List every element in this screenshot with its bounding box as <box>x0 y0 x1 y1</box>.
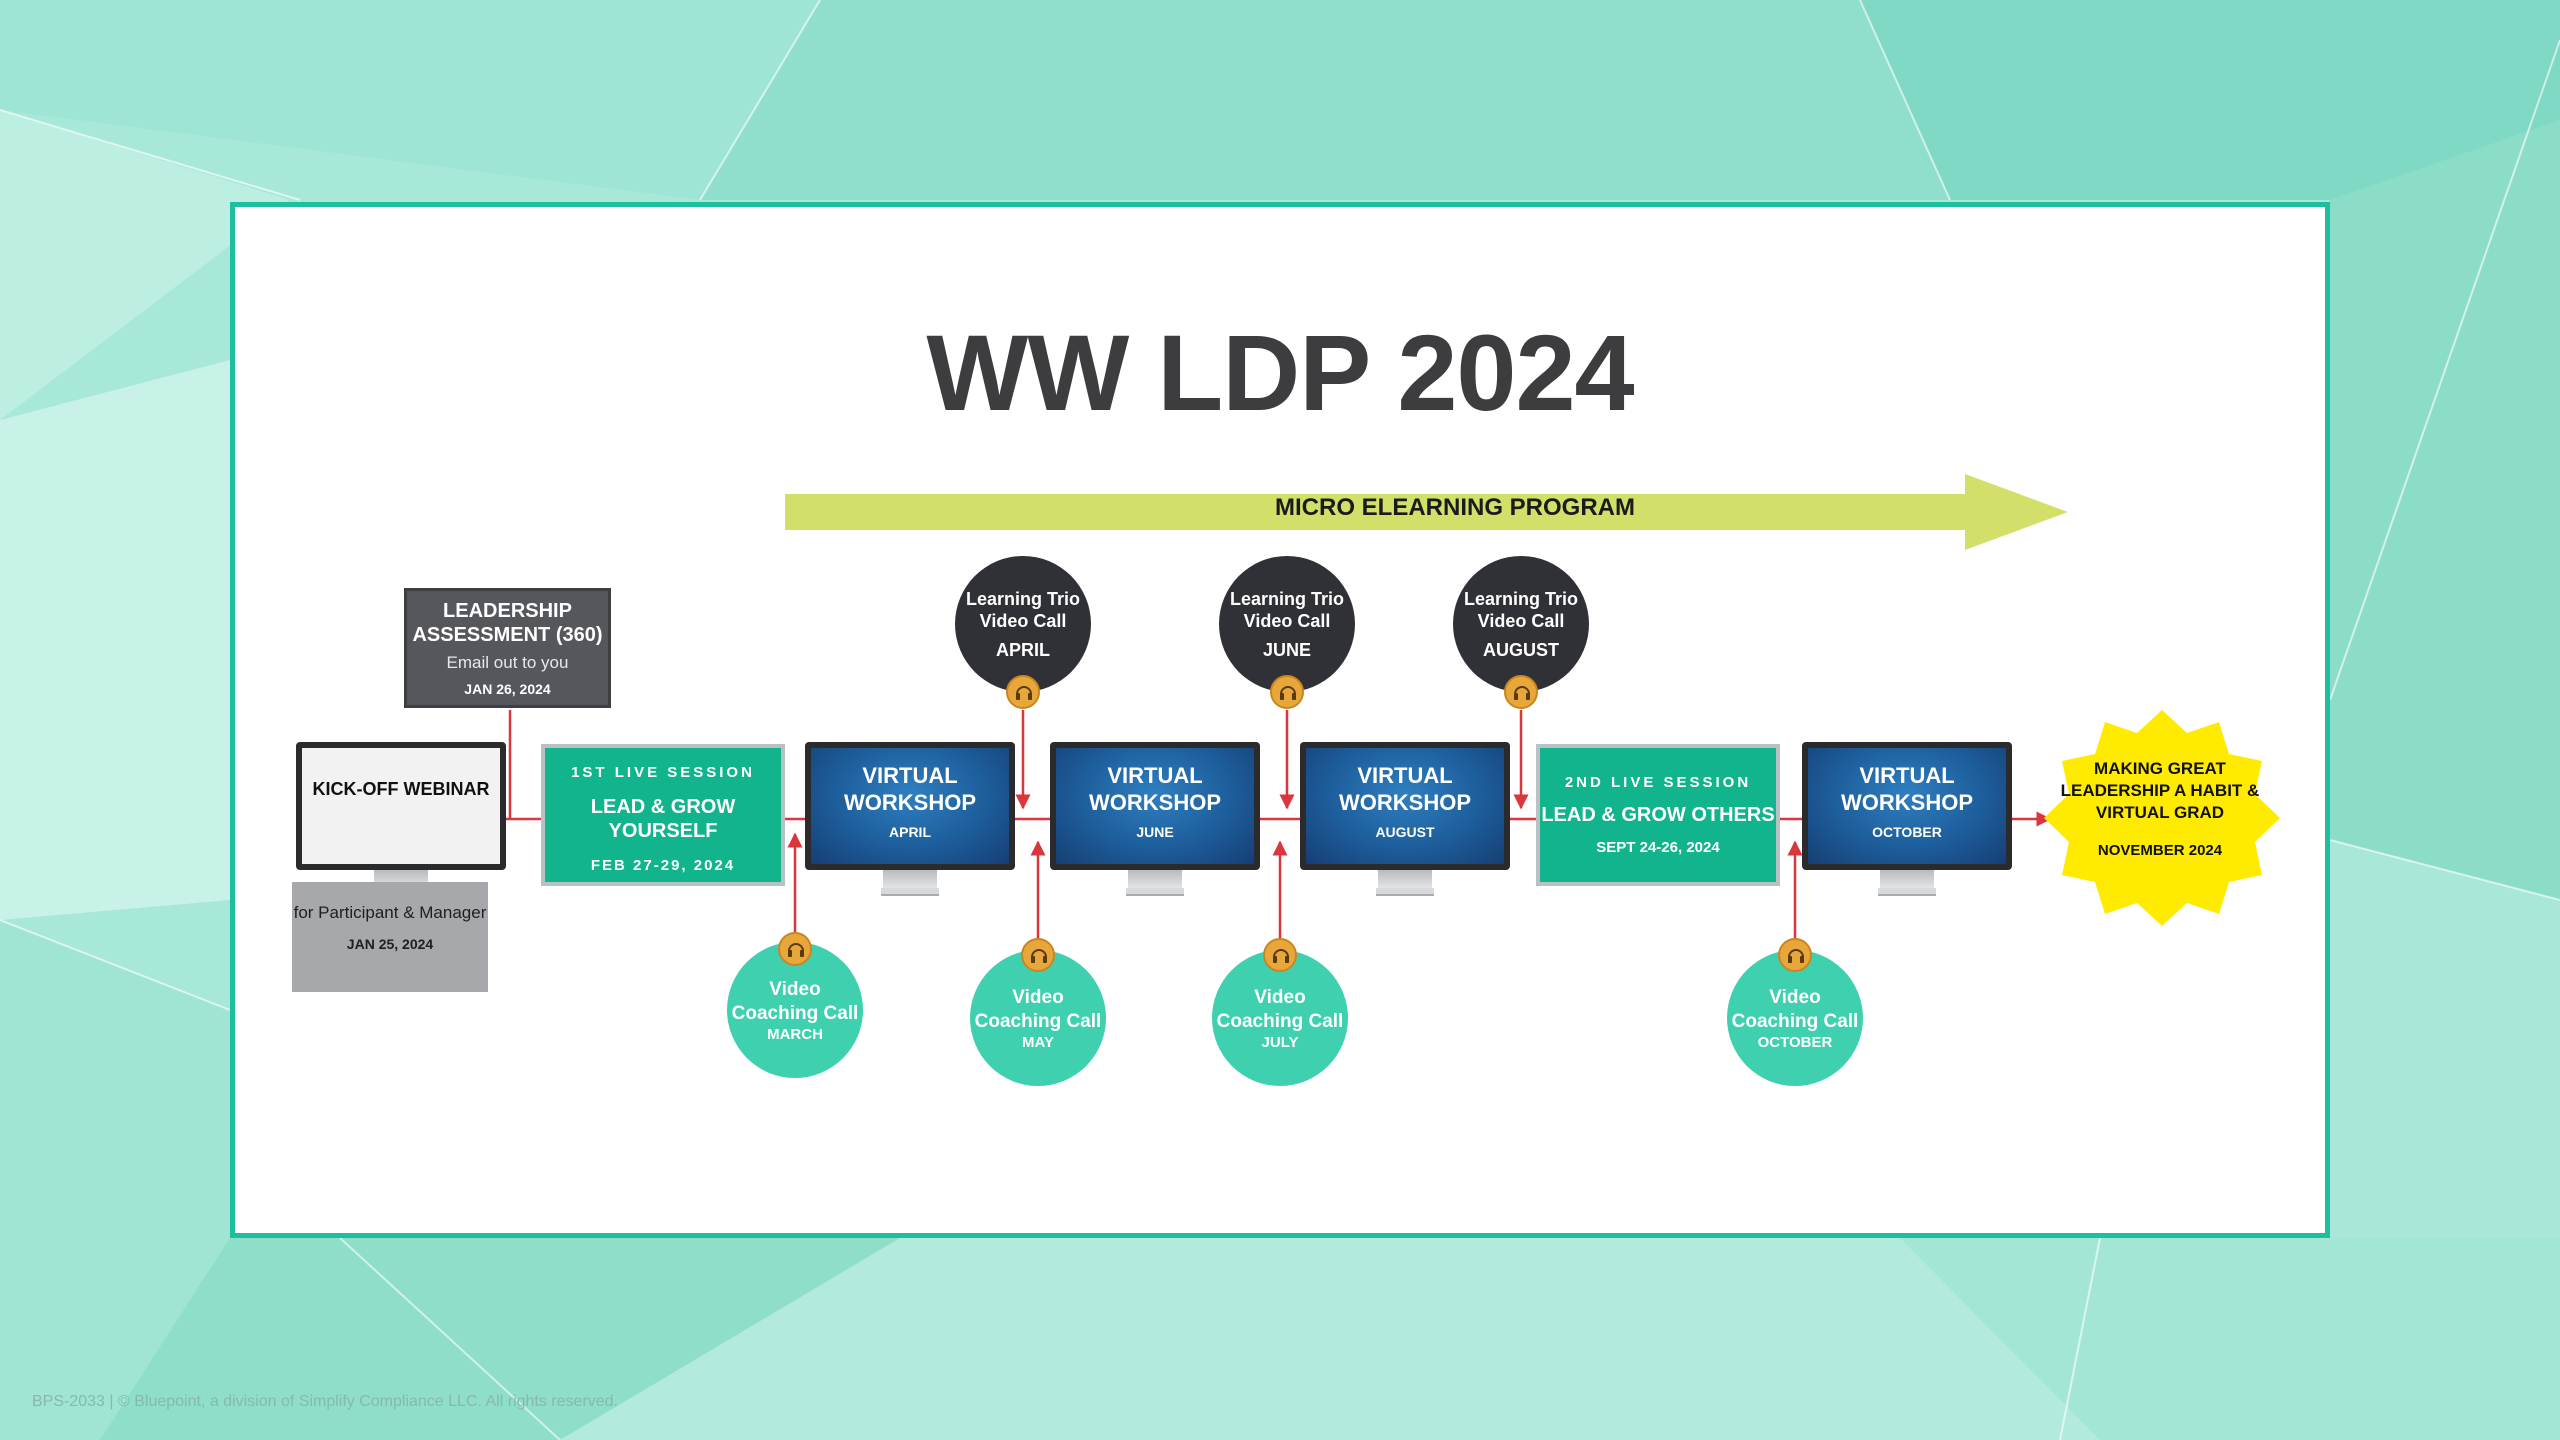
coaching-call-title: Video Coaching Call <box>1731 986 1859 1032</box>
live-session-2-date: SEPT 24-26, 2024 <box>1596 839 1720 856</box>
assessment-note: Email out to you <box>446 653 569 672</box>
trio-call-month: APRIL <box>996 639 1050 660</box>
workshop-title: VIRTUAL WORKSHOP <box>1339 763 1471 815</box>
coaching-call-month: MAY <box>1022 1033 1054 1051</box>
trio-call-april: Learning Trio Video Call APRIL <box>955 556 1091 692</box>
assessment-date: JAN 26, 2024 <box>464 681 551 697</box>
coaching-call-month: JULY <box>1261 1033 1299 1051</box>
workshop-month: APRIL <box>889 824 931 840</box>
coaching-call-october: Video Coaching Call OCTOBER <box>1727 950 1863 1086</box>
headset-icon <box>1006 675 1040 709</box>
workshop-june: VIRTUAL WORKSHOP JUNE <box>1050 742 1260 902</box>
program-arrow <box>785 474 2068 550</box>
graduation-text: MAKING GREAT LEADERSHIP A HABIT & VIRTUA… <box>2060 758 2260 859</box>
headset-icon <box>1504 675 1538 709</box>
live-session-1-date: FEB 27-29, 2024 <box>590 857 736 874</box>
page-title: WW LDP 2024 <box>926 312 1634 433</box>
footer-copyright: BPS-2033 | © Bluepoint, a division of Si… <box>32 1393 618 1410</box>
kickoff-label: KICK-OFF WEBINAR <box>312 779 490 799</box>
trio-call-month: AUGUST <box>1483 639 1559 660</box>
graduation-date: NOVEMBER 2024 <box>2097 842 2223 859</box>
assessment-title: LEADERSHIP ASSESSMENT (360) <box>412 600 603 646</box>
trio-call-title: Learning Trio Video Call <box>1229 588 1344 631</box>
live-session-1: 1ST LIVE SESSION LEAD & GROW YOURSELF FE… <box>541 744 785 886</box>
live-session-2-label: 2ND LIVE SESSION <box>1564 774 1752 791</box>
headset-icon <box>1270 675 1304 709</box>
workshop-title: VIRTUAL WORKSHOP <box>1089 763 1221 815</box>
graduation-burst <box>2044 710 2280 926</box>
headset-icon <box>1778 938 1812 972</box>
kickoff-note: for Participant & Manager <box>293 903 487 922</box>
trio-call-august: Learning Trio Video Call AUGUST <box>1453 556 1589 692</box>
program-arrow-label: MICRO ELEARNING PROGRAM <box>1275 494 1635 521</box>
kickoff-date: JAN 25, 2024 <box>346 936 434 952</box>
headset-icon <box>1263 938 1297 972</box>
workshop-october: VIRTUAL WORKSHOP OCTOBER <box>1802 742 2012 902</box>
trio-call-title: Learning Trio Video Call <box>965 588 1080 631</box>
assessment-box: LEADERSHIP ASSESSMENT (360) Email out to… <box>404 588 611 708</box>
live-session-1-label: 1ST LIVE SESSION <box>571 764 755 781</box>
graduation-title: MAKING GREAT LEADERSHIP A HABIT & VIRTUA… <box>2060 759 2260 822</box>
workshop-title: VIRTUAL WORKSHOP <box>844 763 976 815</box>
coaching-call-title: Video Coaching Call <box>1216 986 1344 1032</box>
live-session-2-title: LEAD & GROW OTHERS <box>1541 804 1775 826</box>
trio-call-month: JUNE <box>1262 639 1311 660</box>
workshop-april: VIRTUAL WORKSHOP APRIL <box>805 742 1015 902</box>
coaching-call-title: Video Coaching Call <box>731 978 859 1024</box>
headset-icon <box>778 932 812 966</box>
live-session-2: 2ND LIVE SESSION LEAD & GROW OTHERS SEPT… <box>1536 744 1780 886</box>
workshop-month: JUNE <box>1136 824 1174 840</box>
trio-call-june: Learning Trio Video Call JUNE <box>1219 556 1355 692</box>
live-session-1-title: LEAD & GROW YOURSELF <box>590 796 736 842</box>
kickoff-note-box: for Participant & Manager JAN 25, 2024 <box>292 882 488 992</box>
coaching-call-month: MARCH <box>767 1025 823 1043</box>
kickoff-monitor: KICK-OFF WEBINAR <box>296 742 506 902</box>
trio-call-title: Learning Trio Video Call <box>1463 588 1578 631</box>
coaching-call-may: Video Coaching Call MAY <box>970 950 1106 1086</box>
workshop-august: VIRTUAL WORKSHOP AUGUST <box>1300 742 1510 902</box>
workshop-month: AUGUST <box>1375 824 1435 840</box>
workshop-month: OCTOBER <box>1872 824 1942 840</box>
coaching-call-month: OCTOBER <box>1757 1033 1833 1051</box>
headset-icon <box>1021 938 1055 972</box>
coaching-call-july: Video Coaching Call JULY <box>1212 950 1348 1086</box>
workshop-title: VIRTUAL WORKSHOP <box>1841 763 1973 815</box>
coaching-call-title: Video Coaching Call <box>974 986 1102 1032</box>
